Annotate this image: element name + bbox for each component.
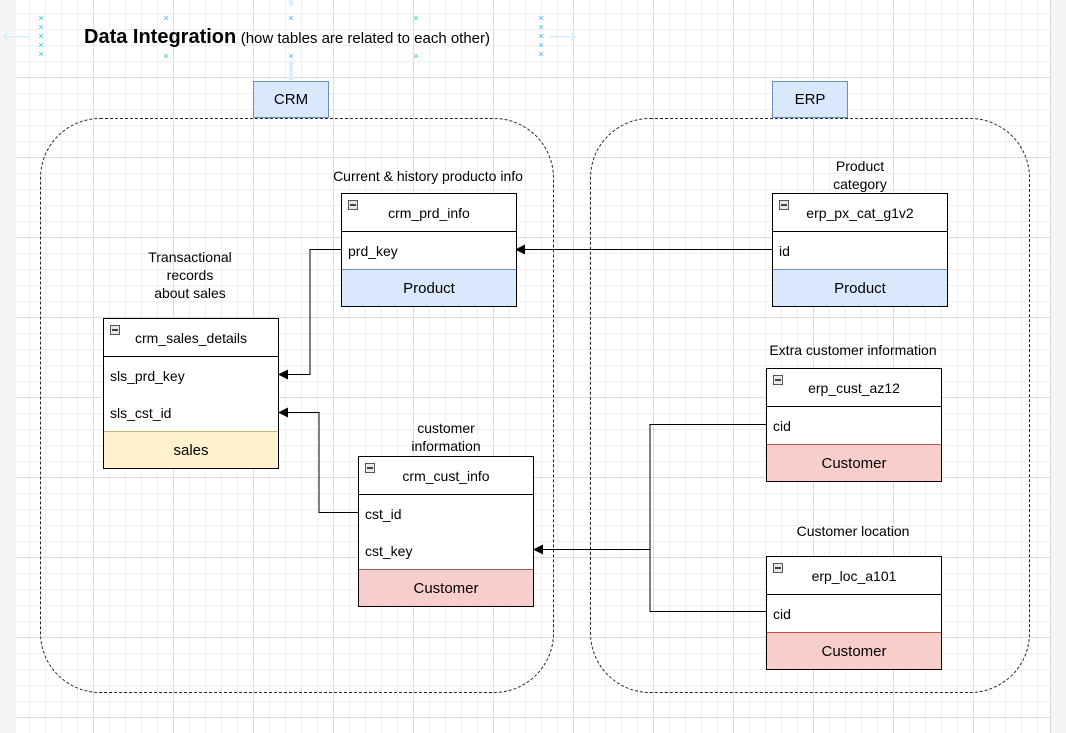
table-name: erp_px_cat_g1v2	[806, 204, 914, 221]
erp-label[interactable]: ERP	[772, 81, 848, 118]
title-main: Data Integration	[84, 26, 237, 48]
note-prd-info[interactable]: Current & history producto info	[333, 168, 523, 184]
crm-boundary[interactable]	[40, 118, 554, 693]
collapse-icon[interactable]	[773, 563, 783, 573]
note-cust-line1: customer	[417, 420, 475, 436]
table-footer[interactable]: Customer	[767, 632, 941, 669]
table-name: erp_loc_a101	[811, 567, 897, 584]
table-row[interactable]: cid	[773, 605, 791, 622]
table-crm-cust-info[interactable]: crm_cust_info cst_id cst_key Customer	[358, 456, 534, 607]
connector-cust-to-sales[interactable]	[278, 407, 359, 513]
table-crm-sales-details[interactable]: crm_sales_details sls_prd_key sls_cst_id…	[103, 318, 279, 469]
collapse-icon[interactable]	[110, 325, 120, 335]
title-subtitle: (how tables are related to each other)	[240, 30, 491, 47]
table-header[interactable]: erp_cust_az12	[767, 369, 941, 407]
connector-prd-to-sales[interactable]	[278, 249, 341, 380]
note-loc[interactable]: Customer location	[796, 523, 910, 539]
table-name: crm_prd_info	[388, 204, 470, 221]
table-erp-px-cat-g1v2[interactable]: erp_px_cat_g1v2 id Product	[772, 193, 948, 307]
note-cust-line2: information	[411, 438, 481, 454]
erp-boundary[interactable]	[590, 118, 1030, 693]
note-px-line2: category	[833, 176, 887, 192]
table-name: crm_sales_details	[134, 329, 248, 346]
table-row[interactable]: id	[779, 242, 790, 259]
move-left-arrow-icon[interactable]: ⟵	[2, 26, 31, 48]
collapse-icon[interactable]	[348, 200, 358, 210]
note-sales-line3: about sales	[154, 285, 226, 301]
table-footer[interactable]: Product	[342, 269, 516, 306]
table-header[interactable]: crm_prd_info	[342, 194, 516, 232]
table-row[interactable]: sls_cst_id	[110, 404, 172, 421]
table-erp-loc-a101[interactable]: erp_loc_a101 cid Customer	[766, 556, 942, 670]
collapse-icon[interactable]	[365, 463, 375, 473]
note-cust-info[interactable]: customer information	[376, 419, 516, 455]
vertical-scrollbar[interactable]	[1050, 0, 1066, 733]
connector-az12-to-cust[interactable]	[533, 424, 766, 555]
table-footer[interactable]: Customer	[359, 569, 533, 606]
table-name: erp_cust_az12	[808, 379, 900, 396]
table-header[interactable]: crm_sales_details	[104, 319, 278, 357]
table-header[interactable]: erp_px_cat_g1v2	[773, 194, 947, 232]
table-row[interactable]: cid	[773, 417, 791, 434]
table-crm-prd-info[interactable]: crm_prd_info prd_key Product	[341, 193, 517, 307]
move-right-arrow-icon[interactable]: ⟶	[548, 26, 577, 48]
note-px-line1: Product	[835, 158, 885, 174]
note-sales-line2: records	[166, 267, 214, 283]
note-sales-line1: Transactional	[148, 249, 232, 265]
table-row[interactable]: sls_prd_key	[110, 367, 185, 384]
table-name: crm_cust_info	[402, 467, 490, 484]
collapse-icon[interactable]	[773, 375, 783, 385]
table-footer[interactable]: Customer	[767, 444, 941, 481]
table-footer[interactable]: Product	[773, 269, 947, 306]
table-header[interactable]: crm_cust_info	[359, 457, 533, 495]
note-px-cat[interactable]: Product category	[790, 157, 930, 193]
table-row[interactable]: prd_key	[348, 242, 398, 259]
table-erp-cust-az12[interactable]: erp_cust_az12 cid Customer	[766, 368, 942, 482]
table-row[interactable]: cst_key	[365, 542, 413, 559]
crm-label[interactable]: CRM	[253, 81, 329, 118]
note-az12[interactable]: Extra customer information	[769, 342, 937, 358]
table-row[interactable]: cst_id	[365, 505, 402, 522]
table-header[interactable]: erp_loc_a101	[767, 557, 941, 595]
note-sales[interactable]: Transactional records about sales	[120, 248, 260, 302]
table-footer[interactable]: sales	[104, 431, 278, 468]
connector-loc-to-cust[interactable]	[649, 549, 766, 612]
diagram-title[interactable]: Data Integration (how tables are related…	[84, 26, 490, 49]
collapse-icon[interactable]	[779, 200, 789, 210]
